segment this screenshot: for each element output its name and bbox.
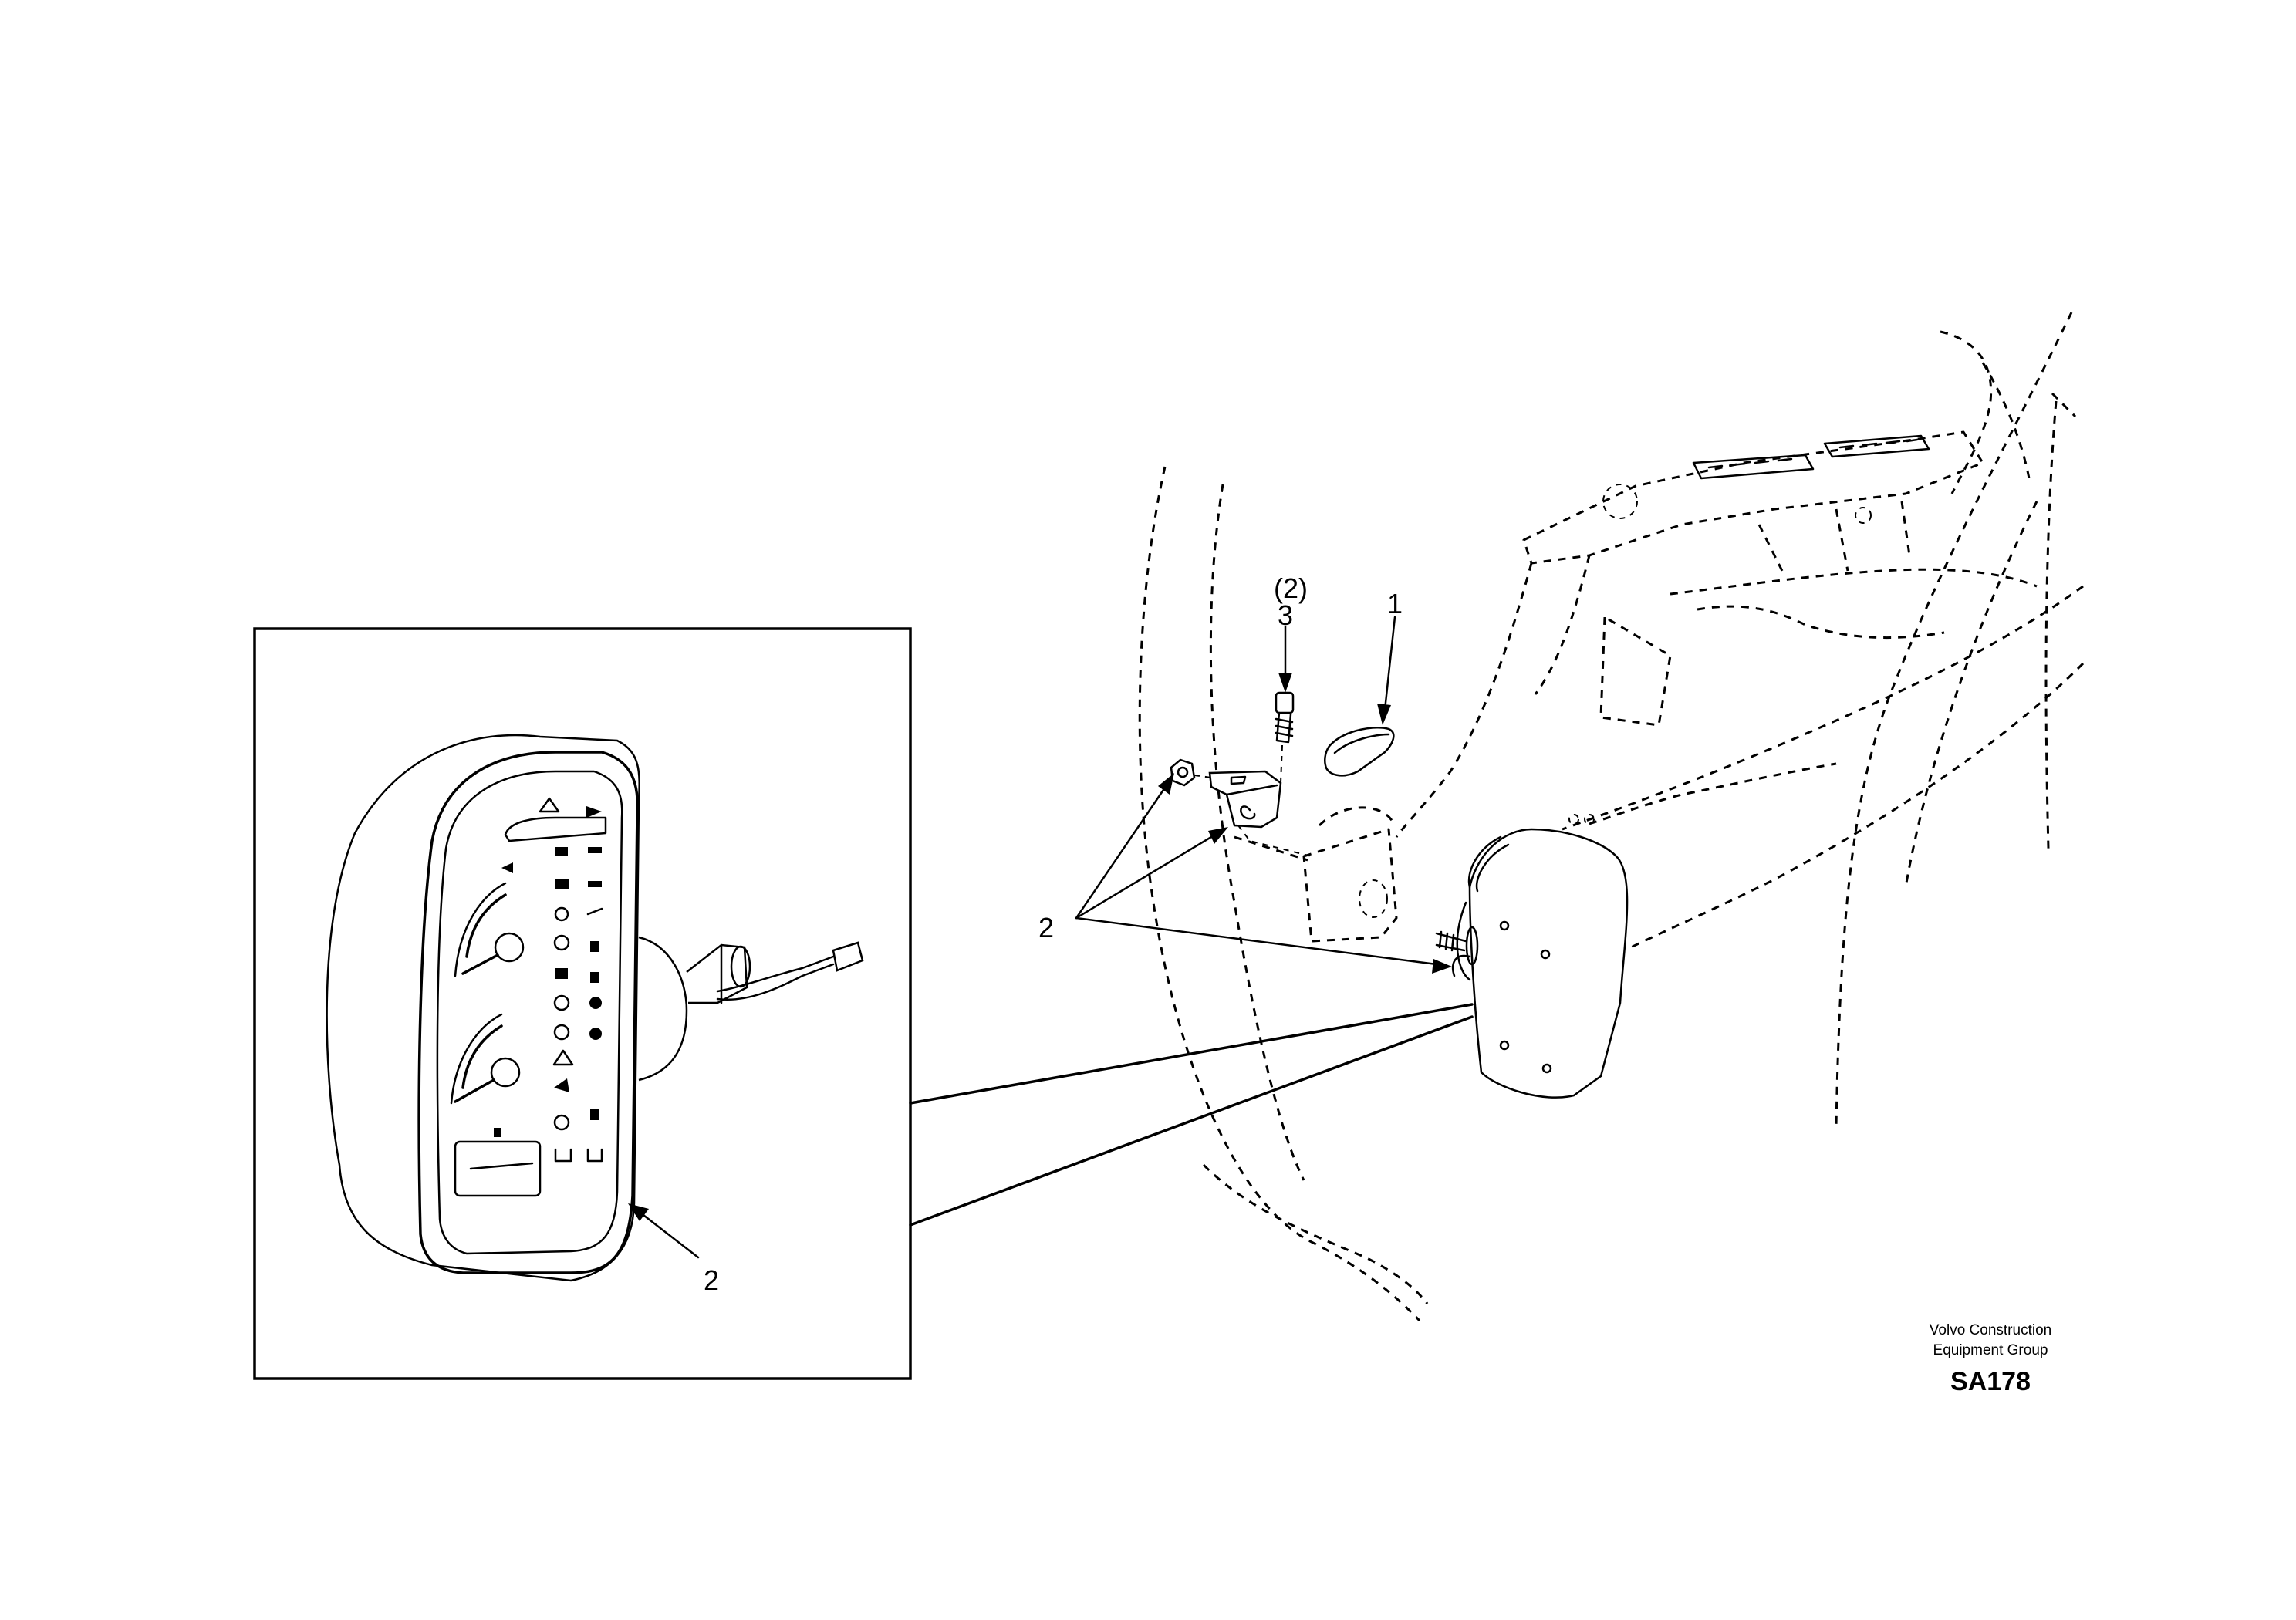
detail-view [253,627,1474,1380]
leader-lines [1075,616,1452,974]
console-vents [1692,434,1930,480]
callout-item-3-qty: (2) [1274,572,1308,604]
indicator-symbols [552,847,603,1163]
gauge-panel-detail [326,734,864,1282]
callout-item-3: 3 [1278,599,1293,631]
nut-part-2 [1170,758,1212,787]
figure-code: SA178 [1950,1367,2031,1396]
cab-outline [1138,312,2085,1322]
screw-part-3 [1275,691,1295,784]
brand-line-1: Volvo Construction [1930,1322,2051,1338]
plug-part-1 [1324,726,1395,777]
brand-line-2: Equipment Group [1933,1342,2048,1358]
gauge-panel-mounted [1435,828,1629,1099]
bracket-part-2 [1208,770,1312,857]
callout-item-1: 1 [1387,588,1403,619]
callout-item-2: 2 [1038,912,1054,943]
callout-item-2-detail: 2 [704,1264,719,1296]
